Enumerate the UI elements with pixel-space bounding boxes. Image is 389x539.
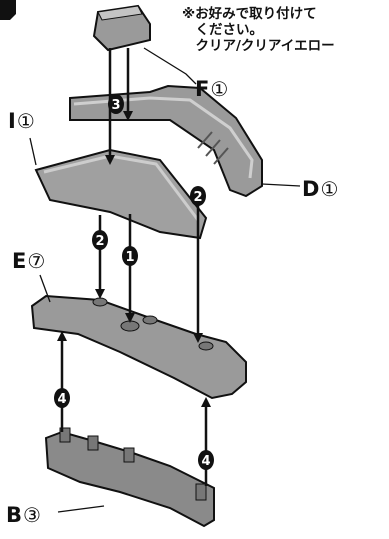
step-marker-1: 1: [122, 246, 138, 266]
optional-attachment-note: ※お好みで取り付けて ください。 クリア/クリアイエロー: [182, 6, 335, 54]
part-num-d: ①: [320, 177, 339, 201]
step-marker-2b: 2: [92, 230, 108, 250]
part-id-i: I: [8, 109, 16, 133]
svg-text:2: 2: [193, 190, 202, 205]
leader-lines: [29, 47, 301, 513]
part-label-f: F①: [195, 78, 228, 100]
part-label-d: D①: [302, 178, 338, 200]
svg-text:4: 4: [57, 392, 66, 407]
step-marker-3: 3: [108, 94, 124, 114]
corner-mark: [0, 0, 16, 20]
part-id-b: B: [6, 503, 23, 527]
part-id-d: D: [302, 177, 320, 201]
part-f-shape: [92, 4, 151, 52]
part-label-b: B③: [6, 504, 41, 526]
part-i-shape: [34, 148, 208, 240]
step-marker-4b: 4: [198, 450, 214, 470]
assembly-arrows: [57, 48, 211, 486]
part-num-f: ①: [210, 77, 229, 101]
part-b-shape: [44, 427, 215, 528]
part-num-i: ①: [16, 109, 35, 133]
svg-text:1: 1: [125, 250, 134, 265]
part-label-i: I①: [8, 110, 35, 132]
svg-text:2: 2: [95, 234, 104, 249]
part-label-e: E⑦: [12, 250, 45, 272]
part-id-e: E: [12, 249, 27, 273]
step-marker-2a: 2: [190, 186, 206, 206]
step-marker-4a: 4: [54, 388, 70, 408]
part-num-e: ⑦: [27, 249, 46, 273]
svg-text:4: 4: [201, 454, 210, 469]
part-num-b: ③: [23, 503, 41, 527]
svg-text:3: 3: [111, 98, 120, 113]
part-e-shape: [30, 294, 247, 400]
part-id-f: F: [195, 77, 210, 101]
